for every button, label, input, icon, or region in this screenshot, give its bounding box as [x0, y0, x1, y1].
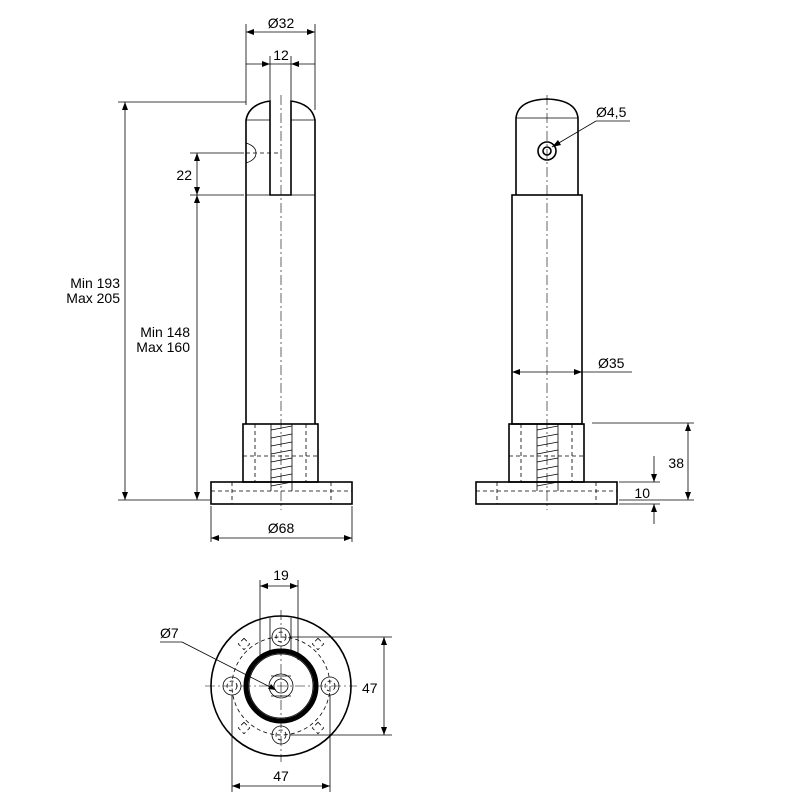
- dim-s47h-label: 47: [273, 768, 289, 784]
- side-sleeve: [508, 423, 585, 483]
- dim-d35-label: Ø35: [598, 355, 625, 371]
- dim-d7-label: Ø7: [160, 625, 179, 641]
- front-sleeve: [242, 423, 319, 483]
- dim-h10-label: 10: [634, 485, 650, 501]
- side-dimensions: Ø4,5 Ø35 38 10: [512, 104, 694, 524]
- top-diagonal-notches: [237, 637, 325, 735]
- side-view: [475, 95, 618, 510]
- dim-s47v-label: 47: [362, 680, 378, 696]
- dim-d45-label: Ø4,5: [596, 104, 627, 120]
- dim-d68-label: Ø68: [268, 520, 295, 536]
- dim-w12-label: 12: [273, 47, 289, 63]
- dim-total-max-label: Max 205: [66, 290, 120, 306]
- dim-tube-min-label: Min 148: [140, 324, 190, 340]
- dim-w19-label: 19: [273, 567, 289, 583]
- dim-total-min-label: Min 193: [70, 275, 120, 291]
- top-view: [205, 610, 357, 762]
- side-thread: [536, 424, 559, 491]
- front-tube: [245, 100, 316, 424]
- dim-tube-max-label: Max 160: [136, 339, 190, 355]
- dim-d32-label: Ø32: [268, 15, 295, 31]
- front-dimensions: Ø32 12 22 Min 193 Max 205 Min 148 Max 16…: [66, 15, 353, 542]
- dim-h38-label: 38: [668, 455, 684, 471]
- dim-h22-label: 22: [176, 167, 192, 183]
- top-dimensions: 19 Ø7 47 47: [160, 567, 392, 792]
- front-view: [210, 95, 353, 510]
- side-pin-hole: [537, 141, 557, 161]
- front-thread: [270, 424, 293, 491]
